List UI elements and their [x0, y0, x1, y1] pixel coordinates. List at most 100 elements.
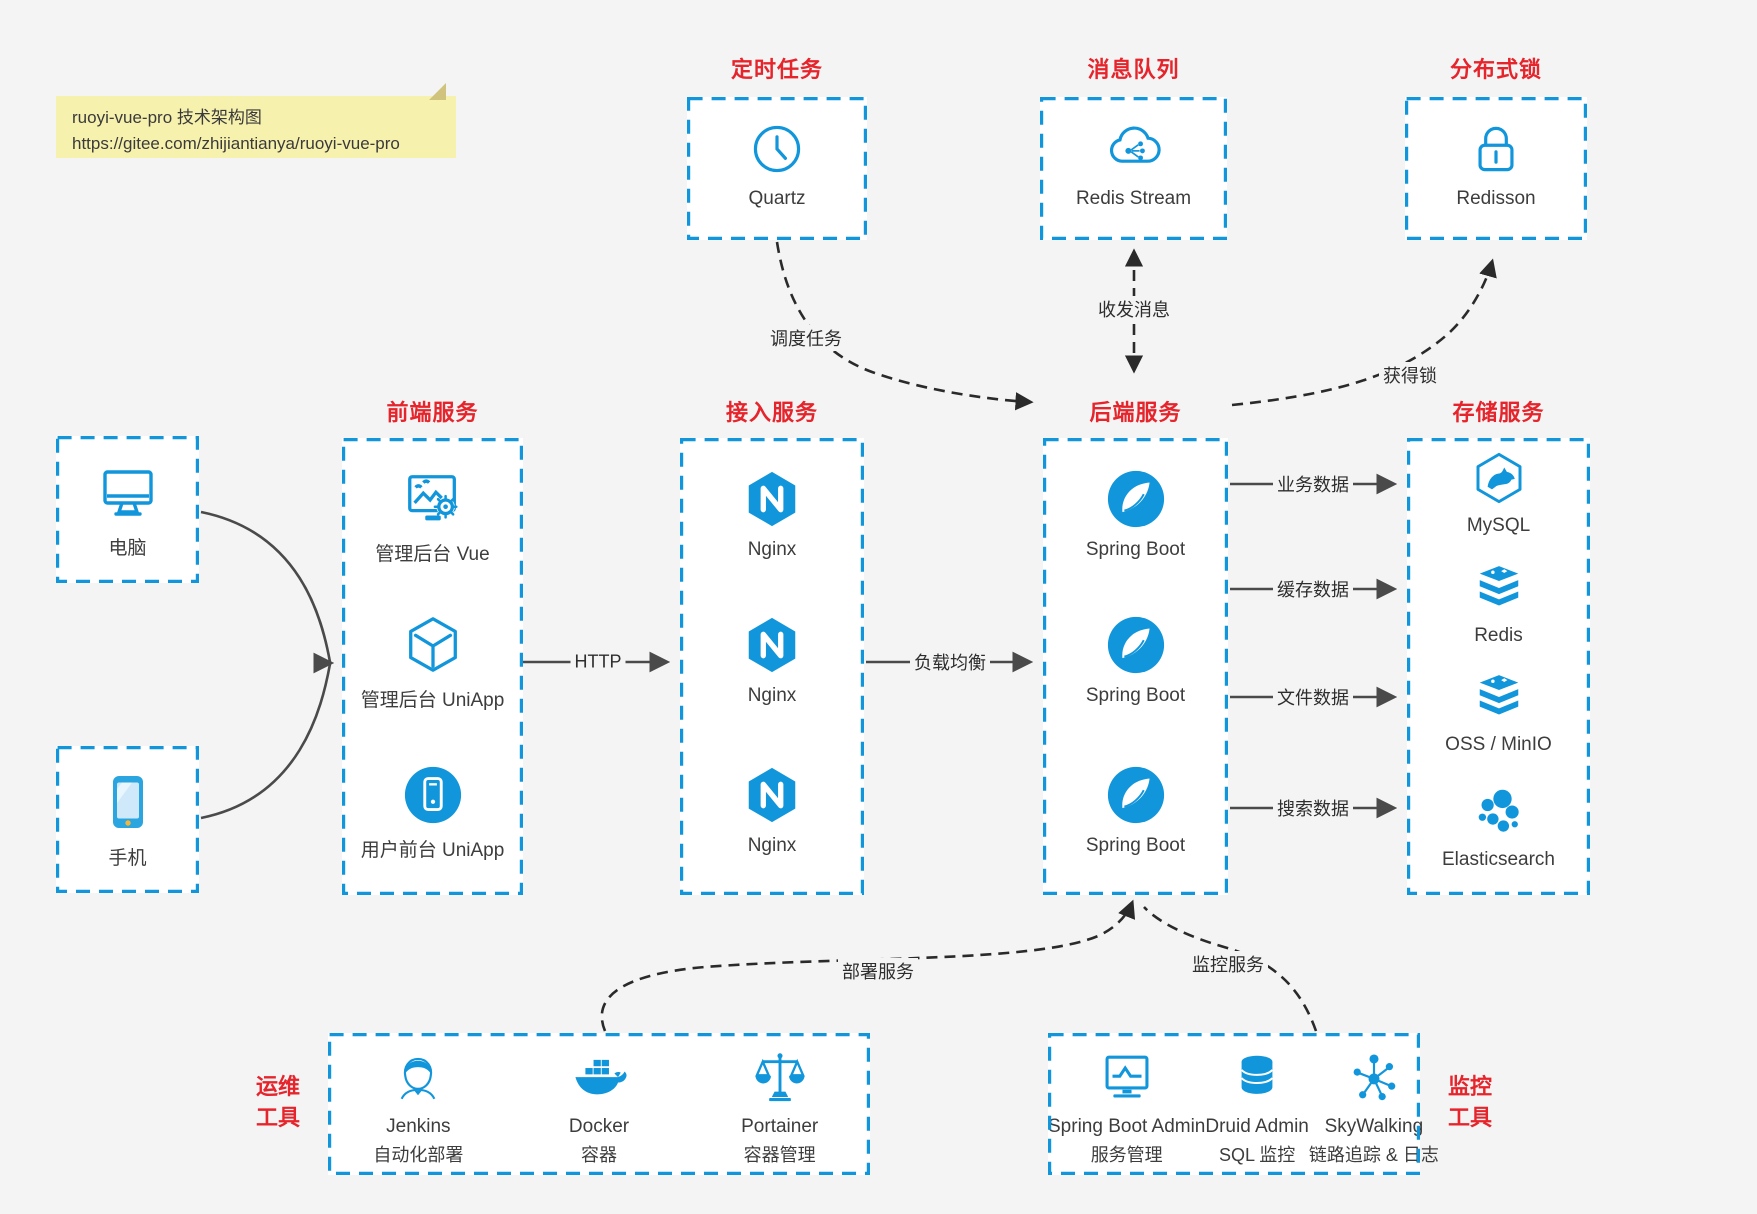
note-fold-corner: [429, 83, 446, 100]
computer-box: 电脑: [56, 436, 199, 583]
node-label: Spring Boot: [1085, 539, 1186, 560]
node-label: 管理后台 UniApp: [360, 690, 505, 711]
node-sublabel: 链路追踪 & 日志: [1308, 1145, 1439, 1165]
storage-box: MySQL Redis OSS / MinIO: [1407, 438, 1590, 895]
node-computer: 电脑: [56, 436, 199, 560]
node-label: Druid Admin: [1205, 1116, 1309, 1137]
docker-icon: [570, 1049, 628, 1107]
node-label: OSS / MinIO: [1445, 734, 1552, 755]
admin-vue-icon: [402, 468, 464, 530]
nginx-icon: [741, 764, 803, 826]
node-spring-boot-2: Spring Boot: [1043, 614, 1228, 707]
node-redis-stream: Redis Stream: [1040, 97, 1227, 210]
group-title-storage: 存储服务: [1452, 400, 1545, 425]
nginx-icon: [741, 468, 803, 530]
user-app-icon: [402, 764, 464, 826]
edge-label-http: HTTP: [570, 651, 626, 673]
arrow-computer-to-frontend: [200, 510, 332, 663]
node-label: 用户前台 UniApp: [360, 840, 505, 861]
node-admin-vue: 管理后台 Vue: [342, 468, 523, 566]
lock-icon: [1466, 119, 1526, 179]
elasticsearch-icon: [1471, 784, 1527, 840]
node-mysql: MySQL: [1407, 450, 1590, 537]
node-label: Elasticsearch: [1442, 849, 1555, 870]
node-nginx-3: Nginx: [680, 764, 864, 857]
quartz-box: Quartz: [687, 97, 867, 240]
cloud-stream-icon: [1104, 119, 1164, 179]
note-title: ruoyi-vue-pro 技术架构图: [72, 108, 262, 127]
node-label: Nginx: [747, 539, 797, 560]
node-spring-boot-1: Spring Boot: [1043, 468, 1228, 561]
clock-icon: [747, 119, 807, 179]
node-label: Jenkins: [386, 1116, 451, 1137]
group-title-frontend: 前端服务: [386, 400, 479, 425]
mysql-icon: [1471, 450, 1527, 506]
node-redis: Redis: [1407, 560, 1590, 647]
ops-tools-title: 运维 工具: [256, 1074, 301, 1130]
group-title-message-queue: 消息队列: [1087, 57, 1180, 82]
group-title-scheduled-task: 定时任务: [730, 57, 823, 82]
node-nginx-2: Nginx: [680, 614, 864, 707]
edge-label-monitor-service: 监控服务: [1188, 951, 1268, 977]
node-sublabel: 容器管理: [743, 1145, 816, 1165]
edge-label-deploy-service: 部署服务: [838, 958, 918, 984]
node-label: Portainer: [741, 1116, 819, 1137]
redis-icon: [1471, 560, 1527, 616]
node-label: 管理后台 Vue: [375, 544, 490, 565]
node-sublabel: 服务管理: [1090, 1145, 1163, 1165]
arrow-acquire-lock: [1231, 258, 1497, 407]
node-redisson: Redisson: [1405, 97, 1587, 210]
node-label: 电脑: [108, 538, 147, 559]
node-label: Redis: [1474, 625, 1523, 646]
node-quartz: Quartz: [687, 97, 867, 210]
storage-stack-icon: [1471, 669, 1527, 725]
node-admin-uniapp: 管理后台 UniApp: [342, 614, 523, 712]
edge-label-acquire-lock: 获得锁: [1379, 362, 1441, 388]
node-label: Spring Boot: [1085, 835, 1186, 856]
phone-icon: [96, 770, 160, 834]
node-label: Nginx: [747, 835, 797, 856]
node-spring-boot-3: Spring Boot: [1043, 764, 1228, 857]
node-jenkins: Jenkins 自动化部署: [328, 1033, 509, 1167]
edge-label-business-data: 业务数据: [1273, 471, 1353, 497]
node-phone: 手机: [56, 746, 199, 870]
edge-label-file-data: 文件数据: [1273, 684, 1353, 710]
node-label: MySQL: [1466, 515, 1531, 536]
cube-icon: [402, 614, 464, 676]
node-label: Redisson: [1456, 188, 1536, 209]
node-label: Nginx: [747, 685, 797, 706]
node-sublabel: 自动化部署: [373, 1145, 464, 1165]
monitor-tools-box: Spring Boot Admin 服务管理 Druid Admin SQL 监…: [1048, 1033, 1439, 1175]
node-portainer: Portainer 容器管理: [689, 1033, 870, 1167]
group-title-backend: 后端服务: [1089, 400, 1182, 425]
backend-box: Spring Boot Spring Boot Spring Boot: [1043, 438, 1228, 895]
node-label: Redis Stream: [1075, 188, 1192, 209]
frontend-box: 管理后台 Vue 管理后台 UniApp: [342, 438, 523, 895]
portainer-icon: [751, 1049, 809, 1107]
jenkins-icon: [389, 1049, 447, 1107]
gateway-box: Nginx Nginx Nginx: [680, 438, 864, 895]
computer-icon: [96, 460, 160, 524]
nginx-icon: [741, 614, 803, 676]
arrow-phone-to-frontend: [200, 663, 332, 820]
node-docker: Docker 容器: [509, 1033, 690, 1167]
edge-label-schedule-task: 调度任务: [766, 325, 846, 351]
node-sublabel: 容器: [581, 1145, 617, 1165]
skywalking-icon: [1345, 1049, 1403, 1107]
monitor-tools-title: 监控 工具: [1448, 1074, 1493, 1130]
edge-label-cache-data: 缓存数据: [1273, 576, 1353, 602]
redisson-box: Redisson: [1405, 97, 1587, 240]
edge-label-load-balance: 负载均衡: [910, 649, 990, 675]
spring-boot-admin-icon: [1098, 1049, 1156, 1107]
node-label: Spring Boot Admin: [1048, 1116, 1206, 1137]
group-title-distributed-lock: 分布式锁: [1449, 57, 1542, 82]
ops-tools-box: Jenkins 自动化部署 Docker 容器: [328, 1033, 870, 1175]
arrow-schedule-task: [775, 241, 1034, 411]
node-sublabel: SQL 监控: [1218, 1145, 1296, 1165]
node-druid-admin: Druid Admin SQL 监控: [1205, 1033, 1309, 1167]
edge-label-send-receive-message: 收发消息: [1094, 296, 1174, 322]
node-user-uniapp: 用户前台 UniApp: [342, 764, 523, 862]
druid-icon: [1228, 1049, 1286, 1107]
node-label: Docker: [568, 1116, 630, 1137]
spring-boot-icon: [1105, 614, 1167, 676]
